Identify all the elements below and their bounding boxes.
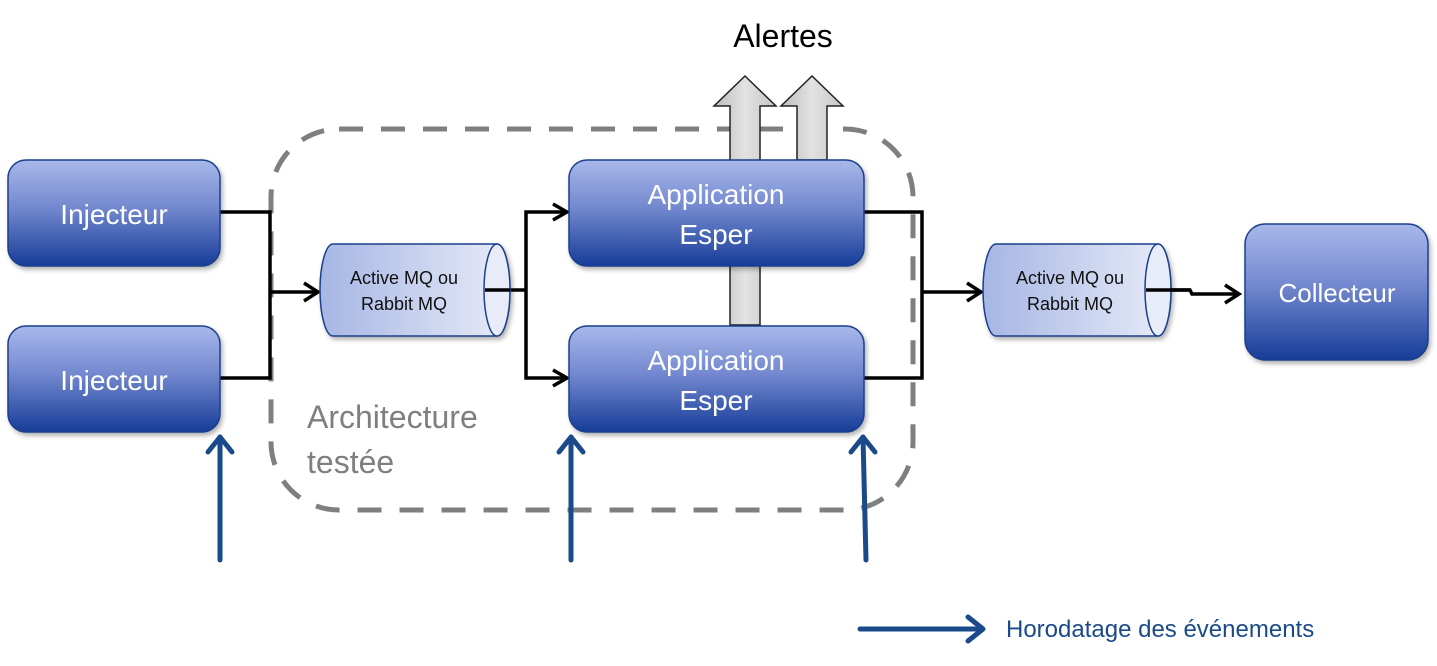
collector-label: Collecteur — [1278, 278, 1395, 308]
group-label-line1: Architecture — [307, 399, 478, 435]
esper-1-label-line1: Application — [648, 179, 785, 210]
legend-timestamp-arrow-icon — [857, 614, 986, 644]
legend: Horodatage des événements — [857, 614, 1314, 644]
group-label-line2: testée — [307, 444, 394, 480]
esper-2-label-line1: Application — [648, 345, 785, 376]
esper-app-node-1: Application Esper — [568, 159, 865, 267]
message-queue-out — [982, 243, 1172, 337]
collector-node: Collecteur — [1244, 223, 1429, 361]
alert-arrow-2 — [779, 74, 845, 161]
injector-node-2: Injecteur — [7, 325, 221, 433]
timestamp-arrow-esper-in — [556, 434, 586, 563]
queue-in-label-line2: Rabbit MQ — [361, 294, 447, 314]
queue-out-label-line1: Active MQ ou — [1016, 268, 1124, 288]
injector-2-label: Injecteur — [60, 365, 167, 396]
esper-1-label-line2: Esper — [679, 219, 752, 250]
timestamp-arrow-injector — [205, 434, 235, 563]
injector-1-label: Injecteur — [60, 199, 167, 230]
esper-app-node-2: Application Esper — [568, 325, 865, 433]
queue-in-label-line1: Active MQ ou — [350, 268, 458, 288]
legend-timestamp-label: Horodatage des événements — [1006, 616, 1314, 643]
timestamp-arrow-esper-out — [848, 434, 878, 563]
connectors — [219, 202, 1243, 388]
alerts-title: Alertes — [733, 18, 833, 54]
timestamp-arrows — [205, 434, 878, 563]
queue-out-label-line2: Rabbit MQ — [1027, 294, 1113, 314]
injector-node-1: Injecteur — [7, 159, 221, 267]
esper-2-label-line2: Esper — [679, 385, 752, 416]
message-queue-in — [319, 243, 511, 337]
